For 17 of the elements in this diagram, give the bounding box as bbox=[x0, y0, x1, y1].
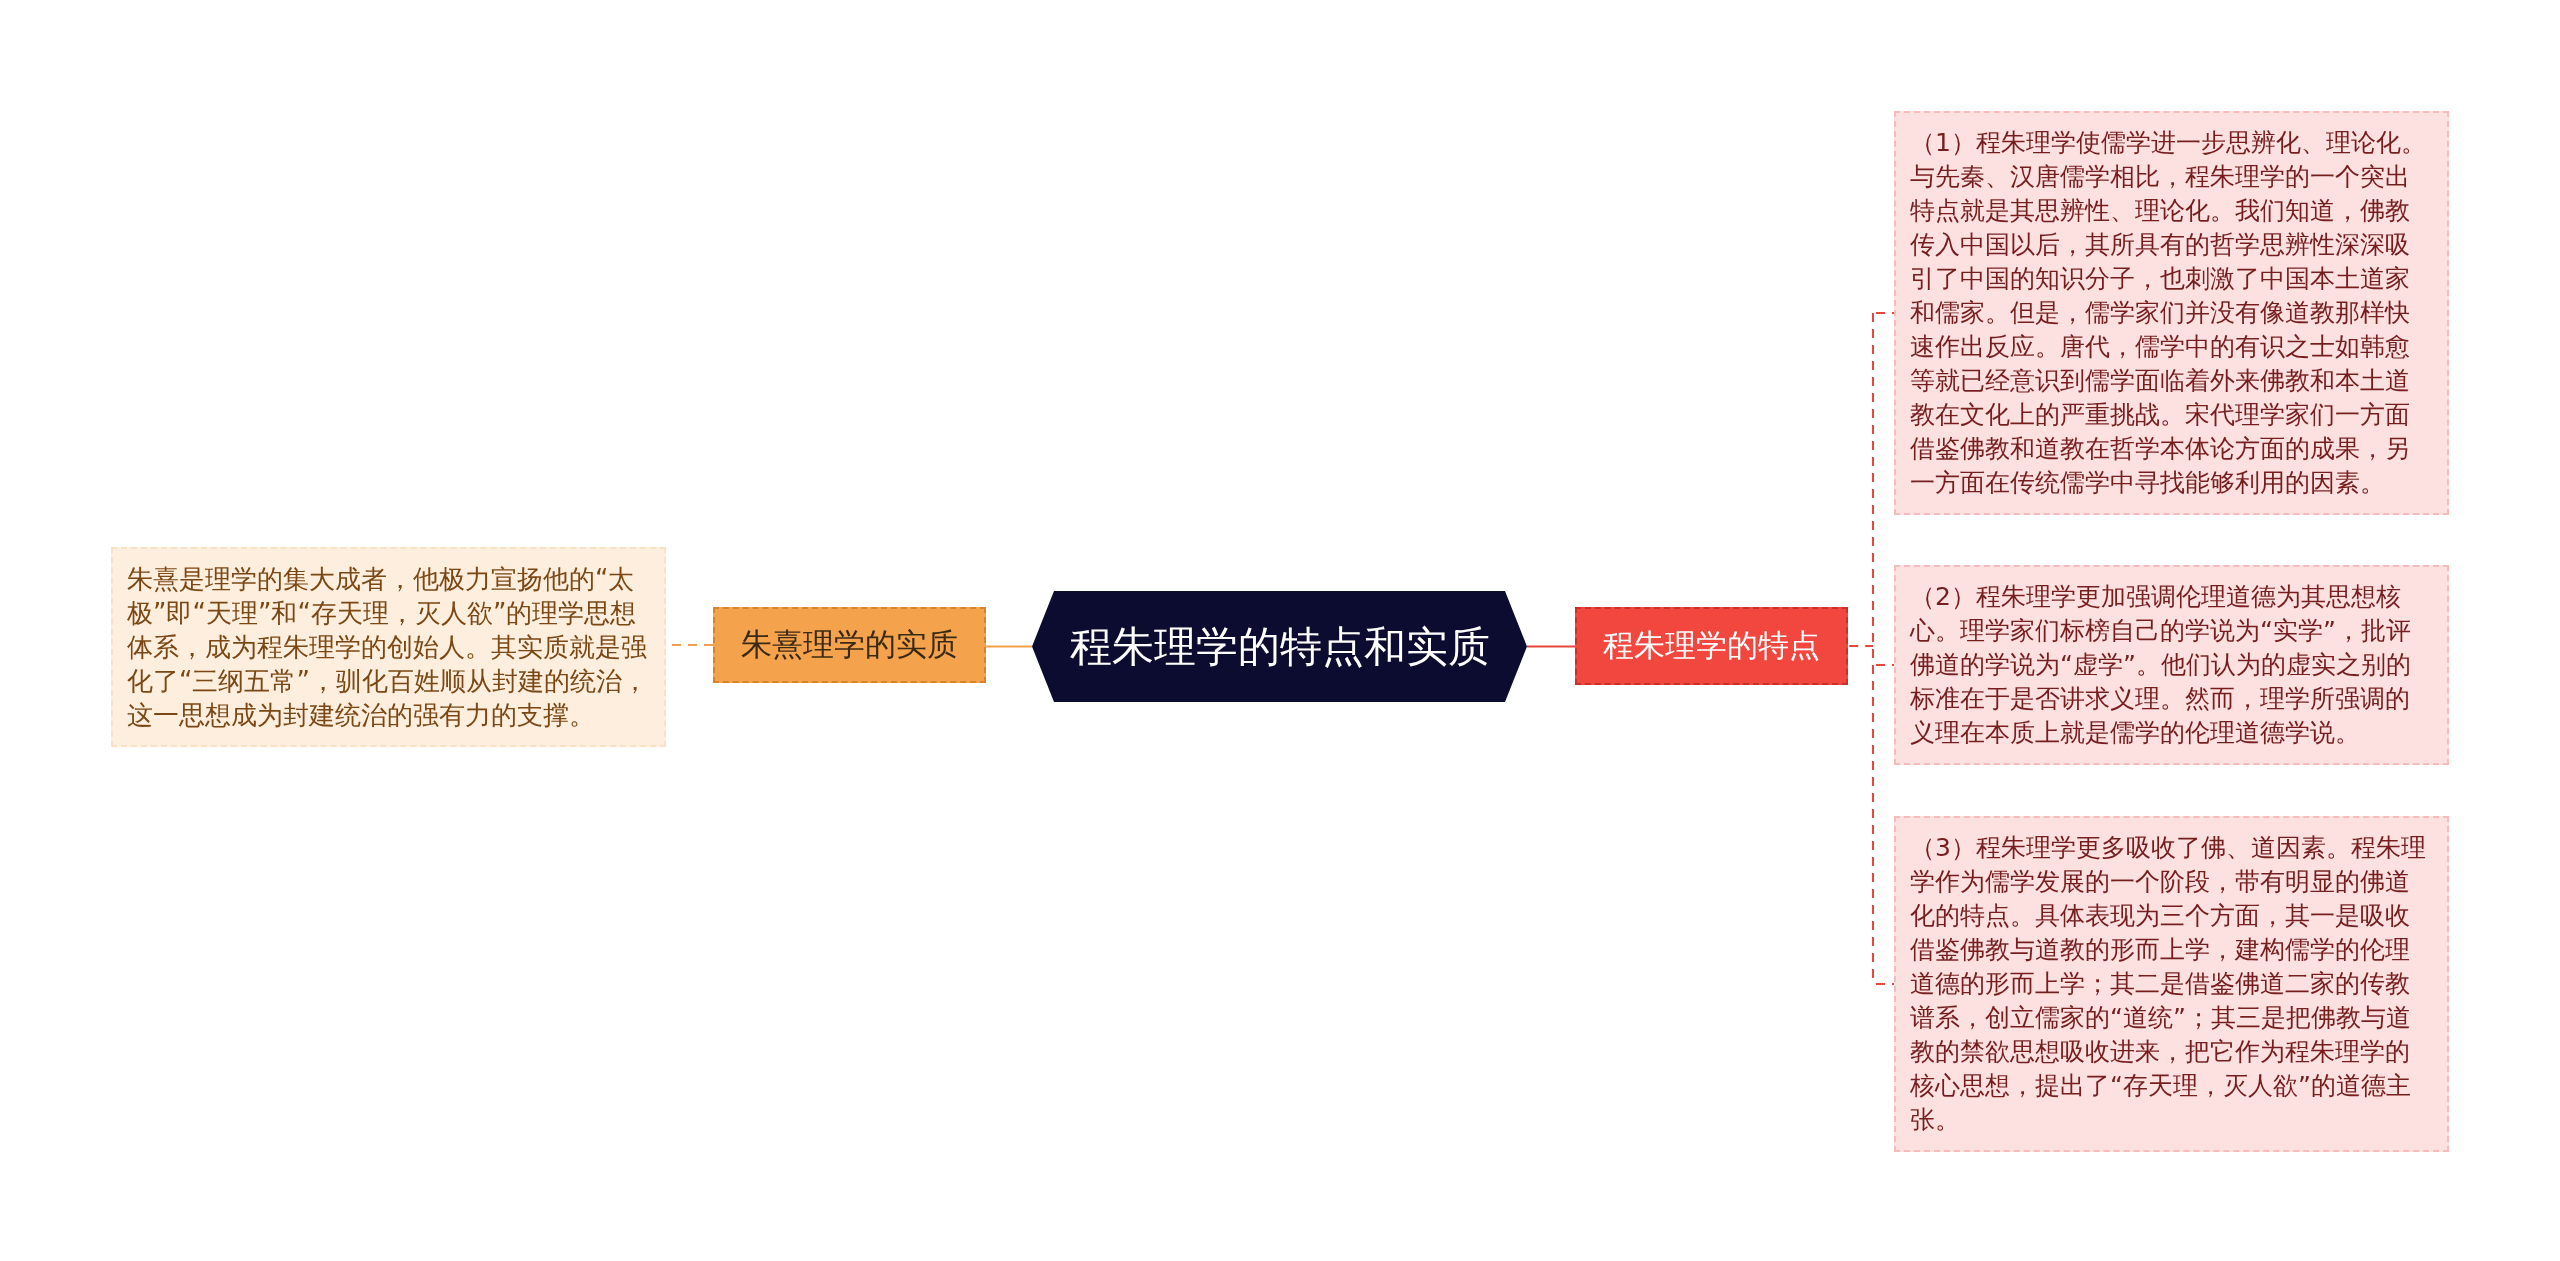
paragraph: （3）程朱理学更多吸收了佛、道因素。程朱理学作为儒学发展的一个阶段，带有明显的佛道化的特点。具体表现为三个方面，其一是吸收借鉴佛教与道教的形而上学，建构儒学的伦理道德的形而上学；其二是借鉴佛道二家的传教谱系，创立儒家的“道统”；其三是把佛教与道教的禁欲思想吸收进来，把它作为程朱理学的核心思想，提出了“存天理，灭人欲”的道德主张。 bbox=[1910, 832, 2427, 1136]
connector-line bbox=[985, 645, 1033, 648]
branch-box bbox=[1575, 607, 1848, 685]
paragraph: （1）程朱理学使儒学进一步思辨化、理论化。与先秦、汉唐儒学相比，程朱理学的一个突出特点就是其思辨性、理论化。我们知道，佛教传入中国以后，其所具有的哲学思辨性深深吸引了中国的知识分子，也刺激了中国本土道家和儒家。但是，儒学家们并没有像道教那样快速作出反应。唐代，儒学中的有识之士如韩愈等就已经意识到儒学面临着外来佛教和本土道教在文化上的严重挑战。宋代理学家们一方面借鉴佛教和道教在哲学本体论方面的成果，另一方面在传统儒学中寻找能够利用的因素。 bbox=[1910, 127, 2427, 499]
topic-title: 程朱理学的特点和实质 bbox=[1069, 620, 1490, 673]
note-card bbox=[1894, 565, 2449, 765]
paragraph: （2）程朱理学更加强调伦理道德为其思想核心。理学家们标榜自己的学说为“实学”，批评佛道的学说为“虚学”。他们认为的虚实之别的标准在于是否讲求义理。然而，理学所强调的义理在本质上就是儒学的伦理道德学说。 bbox=[1910, 581, 2412, 749]
note-card bbox=[111, 547, 666, 747]
connector-line bbox=[1875, 983, 1895, 985]
note-card bbox=[1894, 816, 2449, 1152]
branch-title: 朱熹理学的实质 bbox=[741, 625, 958, 664]
connector-line bbox=[1875, 312, 1895, 314]
branch-box bbox=[713, 607, 986, 683]
connector-line bbox=[1526, 645, 1576, 648]
connector-line bbox=[1875, 664, 1895, 666]
paragraph: 朱熹是理学的集大成者，他极力宣扬他的“太极”即“天理”和“存天理，灭人欲”的理学思想体系，成为程朱理学的创始人。其实质就是强化了“三纲五常”，驯化百姓顺从封建的统治，这一思想成为封建统治的强有力的支撑。 bbox=[127, 563, 649, 732]
branch-title: 程朱理学的特点 bbox=[1603, 626, 1820, 665]
